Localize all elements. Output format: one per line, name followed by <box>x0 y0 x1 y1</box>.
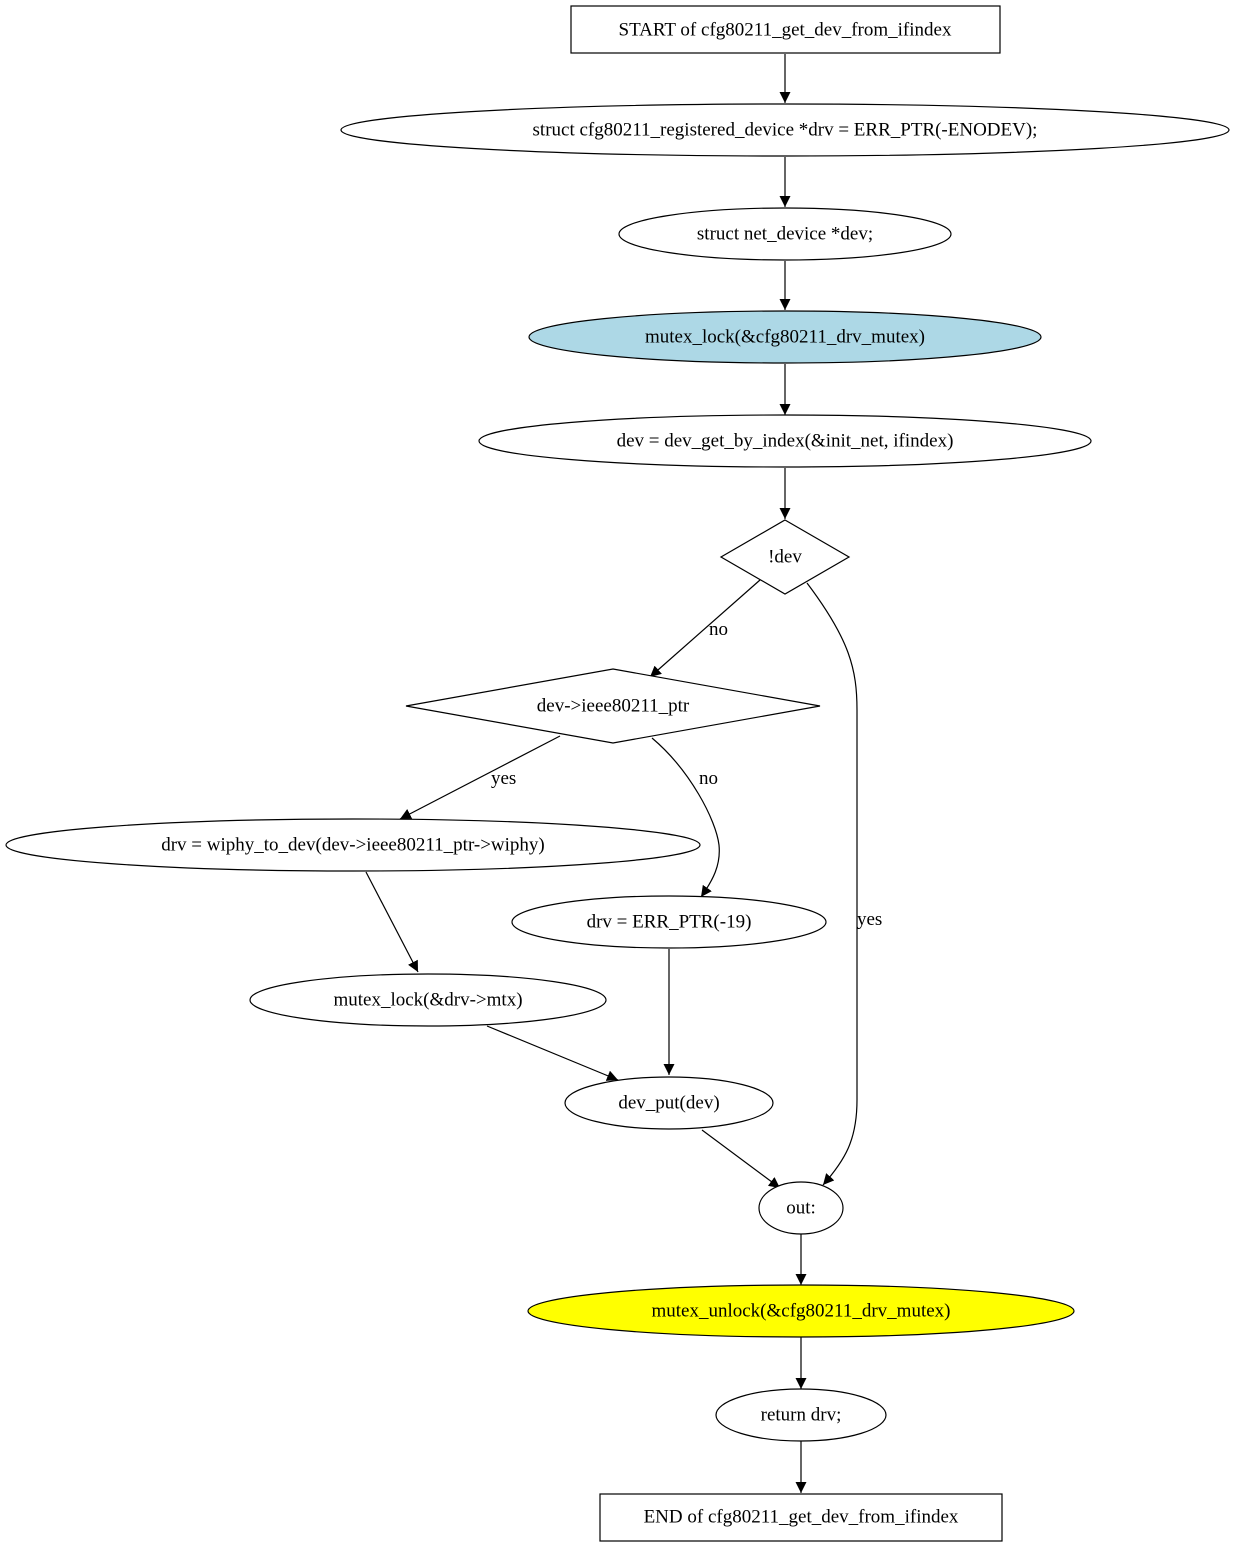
drv-declaration-ellipse <box>340 103 1230 157</box>
node-out-label: out: <box>758 1181 844 1235</box>
node-end: END of cfg80211_get_dev_from_ifindex <box>599 1493 1003 1542</box>
node-end-label: END of cfg80211_get_dev_from_ifindex <box>644 1507 959 1528</box>
edge-labels: no yes yes no <box>491 619 882 930</box>
decision-not-dev: !dev <box>719 519 851 595</box>
edge-d1-to-d2 <box>649 579 761 678</box>
node-drv-declaration: struct cfg80211_registered_device *drv =… <box>340 103 1230 157</box>
start-box <box>570 5 1001 54</box>
out-label-ellipse <box>758 1181 844 1235</box>
edge-d2-to-n6 <box>651 737 720 898</box>
edge-label-d1-no: no <box>709 619 728 640</box>
node-mutex-lock-drv-mutex-label: mutex_lock(&cfg80211_drv_mutex) <box>645 327 925 348</box>
dev-get-by-index-ellipse <box>478 414 1092 468</box>
mutex-lock-drv-mutex-ellipse <box>528 310 1042 364</box>
node-dev-declaration: struct net_device *dev; <box>618 207 952 261</box>
node-return-drv: return drv; <box>715 1388 887 1442</box>
node-return-drv-label: return drv; <box>761 1405 842 1426</box>
ieee80211-ptr-diamond <box>405 668 821 744</box>
node-mutex-unlock-drv-mutex-label: mutex_unlock(&cfg80211_drv_mutex) <box>651 1301 950 1322</box>
node-wiphy-to-dev-label: drv = wiphy_to_dev(dev->ieee80211_ptr->w… <box>161 835 545 856</box>
dev-declaration-ellipse <box>618 207 952 261</box>
node-wiphy-to-dev: drv = wiphy_to_dev(dev->ieee80211_ptr->w… <box>5 818 701 872</box>
edge-n7-to-n8 <box>486 1025 619 1081</box>
mutex-unlock-drv-mutex-ellipse <box>527 1284 1075 1338</box>
edge-n5-to-n7 <box>365 871 419 973</box>
nodes: START of cfg80211_get_dev_from_ifindex s… <box>5 5 1230 1542</box>
node-start: START of cfg80211_get_dev_from_ifindex <box>570 5 1001 54</box>
node-mutex-unlock-drv-mutex: mutex_unlock(&cfg80211_drv_mutex) <box>527 1284 1075 1338</box>
edge-label-d2-no: no <box>699 768 718 789</box>
dev-put-ellipse <box>564 1076 774 1130</box>
node-out-label-text: out: <box>786 1198 816 1219</box>
node-dev-get-by-index: dev = dev_get_by_index(&init_net, ifinde… <box>478 414 1092 468</box>
edge-label-d1-yes: yes <box>857 909 882 930</box>
edge-label-d2-yes: yes <box>491 768 516 789</box>
decision-ieee80211-ptr-label: dev->ieee80211_ptr <box>537 696 690 717</box>
edge-d1-to-n9 <box>806 582 858 1186</box>
not-dev-diamond <box>719 519 851 595</box>
end-box <box>599 1493 1003 1542</box>
edges <box>365 54 858 1493</box>
node-drv-declaration-label: struct cfg80211_registered_device *drv =… <box>533 120 1038 141</box>
return-drv-ellipse <box>715 1388 887 1442</box>
err-ptr-19-ellipse <box>511 895 827 949</box>
node-err-ptr-19: drv = ERR_PTR(-19) <box>511 895 827 949</box>
edge-d2-to-n5 <box>399 735 561 820</box>
decision-ieee80211-ptr: dev->ieee80211_ptr <box>405 668 821 744</box>
edge-n8-to-n9 <box>701 1129 781 1189</box>
wiphy-to-dev-ellipse <box>5 818 701 872</box>
node-start-label: START of cfg80211_get_dev_from_ifindex <box>619 20 952 41</box>
node-mutex-lock-drv-mtx-label: mutex_lock(&drv->mtx) <box>333 990 522 1011</box>
node-dev-get-by-index-label: dev = dev_get_by_index(&init_net, ifinde… <box>617 431 954 452</box>
node-dev-put: dev_put(dev) <box>564 1076 774 1130</box>
node-dev-put-label: dev_put(dev) <box>618 1093 719 1114</box>
node-mutex-lock-drv-mutex: mutex_lock(&cfg80211_drv_mutex) <box>528 310 1042 364</box>
mutex-lock-drv-mtx-ellipse <box>249 973 607 1027</box>
node-err-ptr-19-label: drv = ERR_PTR(-19) <box>587 912 752 933</box>
node-dev-declaration-label: struct net_device *dev; <box>697 224 873 245</box>
decision-not-dev-label: !dev <box>768 547 802 568</box>
node-mutex-lock-drv-mtx: mutex_lock(&drv->mtx) <box>249 973 607 1027</box>
